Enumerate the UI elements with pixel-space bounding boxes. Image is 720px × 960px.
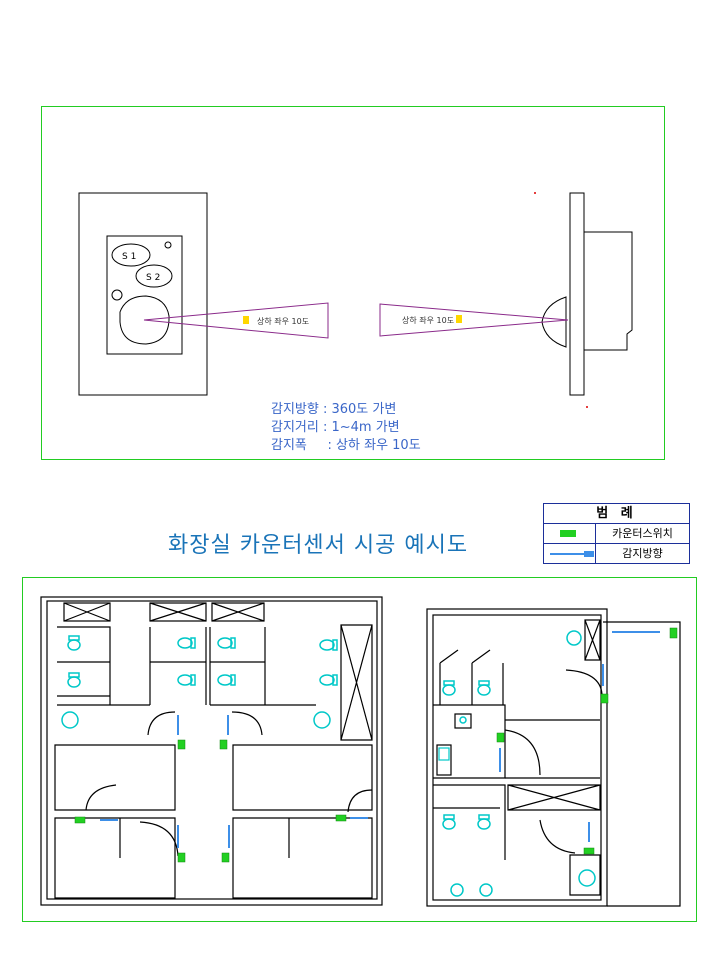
counter-switch — [74, 816, 86, 824]
right-plan-outline — [426, 608, 608, 907]
counter-switch-symbol — [560, 530, 576, 537]
mark-dot — [586, 406, 588, 408]
sink-icon — [566, 630, 582, 646]
counter-switch — [221, 852, 230, 863]
s2-label: S 2 — [146, 273, 160, 283]
counter-switch — [583, 847, 595, 855]
left-beam — [143, 302, 329, 339]
toilet-icon — [477, 814, 491, 830]
sink-icon — [313, 711, 331, 729]
toilet-icon — [177, 674, 196, 686]
legend: 범 례 카운터스위치 감지방향 — [543, 503, 690, 564]
toilet-icon — [217, 674, 236, 686]
spec-distance: 감지거리 : 1~4m 가변 — [271, 420, 400, 435]
counter-switch — [177, 739, 186, 750]
legend-row-switch: 카운터스위치 — [544, 524, 689, 543]
toilet-icon — [217, 637, 236, 649]
left-beam-label: 상하 좌우 10도 — [257, 316, 309, 326]
legend-header: 범 례 — [544, 504, 689, 524]
sink-icon — [61, 711, 79, 729]
sensing-direction-symbol — [550, 551, 594, 557]
toilet-icon — [67, 635, 81, 651]
indicator-dot — [164, 241, 172, 249]
counter-switch — [669, 627, 678, 639]
mark-dot — [534, 192, 536, 194]
right-beam-label: 상하 좌우 10도 — [402, 315, 454, 325]
sensor-plate-outer — [78, 192, 208, 396]
urinal-icon — [479, 883, 493, 897]
left-beam-marker — [243, 316, 249, 324]
toilet-icon — [319, 674, 338, 686]
right-sensor-body — [584, 231, 633, 351]
s1-button — [111, 243, 151, 267]
legend-label-switch: 카운터스위치 — [612, 527, 673, 540]
toilet-icon — [319, 639, 338, 651]
counter-switch — [600, 693, 609, 704]
sensor-detail-frame — [41, 106, 665, 460]
basin-icon — [459, 716, 467, 724]
right-sensor-plate — [569, 192, 585, 396]
toilet-icon — [477, 680, 491, 696]
sink-icon — [578, 869, 596, 887]
urinal-icon — [450, 883, 464, 897]
toilet-icon — [442, 680, 456, 696]
basin-icon — [438, 747, 450, 761]
small-hole — [111, 289, 123, 301]
left-plan-outline — [40, 596, 383, 906]
sensor-lens — [119, 295, 170, 345]
right-beam-marker — [456, 315, 462, 323]
toilet-icon — [442, 814, 456, 830]
counter-switch — [496, 732, 505, 743]
counter-switch — [335, 814, 347, 822]
counter-switch — [177, 852, 186, 863]
diagram-title: 화장실 카운터센서 시공 예시도 — [168, 533, 469, 558]
s1-label: S 1 — [122, 252, 136, 262]
spec-direction: 감지방향 : 360도 가변 — [271, 402, 397, 417]
toilet-icon — [67, 672, 81, 688]
s2-button — [135, 264, 173, 288]
legend-row-direction: 감지방향 — [544, 543, 689, 563]
floorplan-frame — [22, 577, 697, 922]
spec-width: 감지폭 : 상하 좌우 10도 — [271, 438, 421, 453]
sensor-face — [106, 235, 183, 355]
counter-switch — [219, 739, 228, 750]
toilet-icon — [177, 637, 196, 649]
right-beam — [379, 303, 569, 337]
legend-label-direction: 감지방향 — [622, 547, 663, 560]
